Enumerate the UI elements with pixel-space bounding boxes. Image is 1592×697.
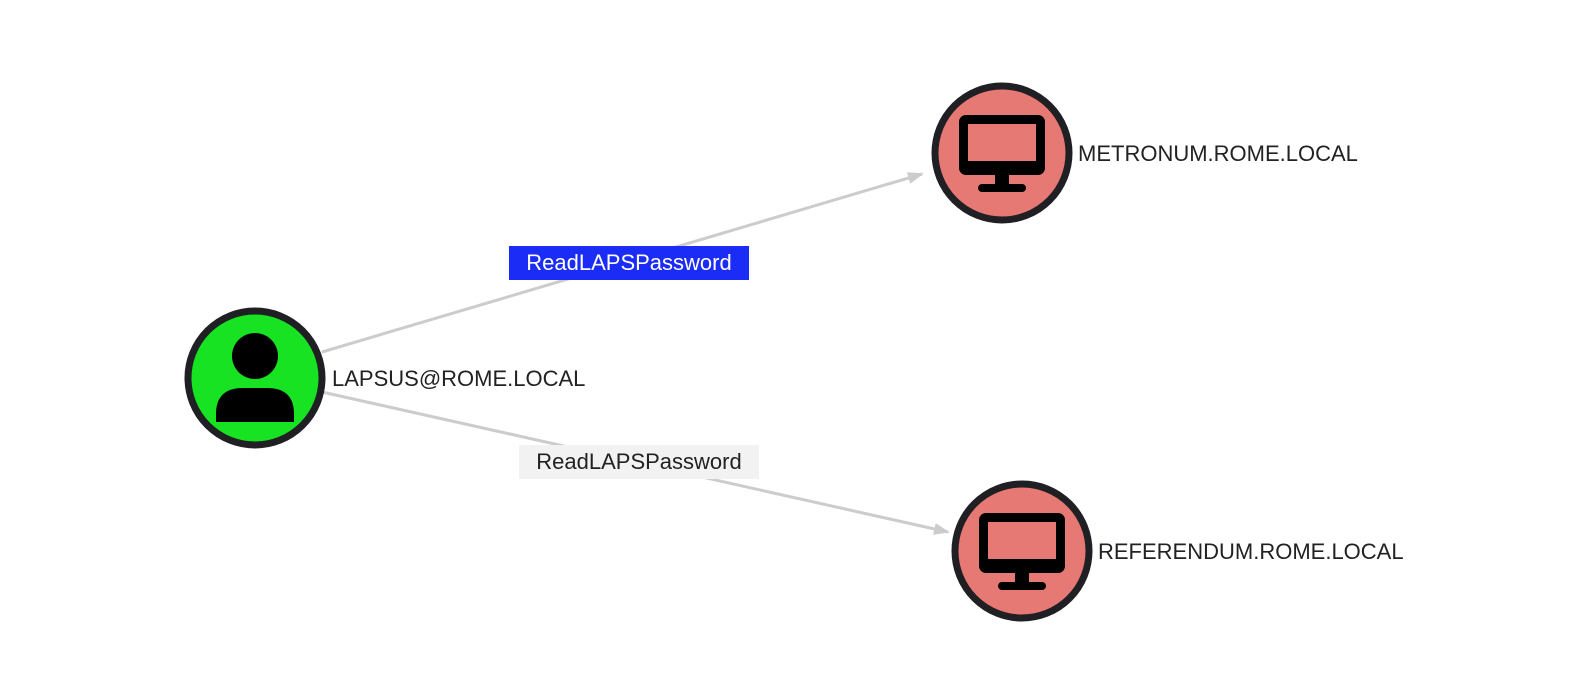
- edge-label-background: [509, 246, 749, 280]
- edge-label-text: ReadLAPSPassword: [536, 449, 741, 474]
- node-metronum[interactable]: METRONUM.ROME.LOCAL: [931, 82, 1358, 224]
- edge-label[interactable]: ReadLAPSPassword: [519, 445, 759, 479]
- node-referendum[interactable]: REFERENDUM.ROME.LOCAL: [951, 480, 1404, 622]
- edge-label-text: ReadLAPSPassword: [526, 250, 731, 275]
- edge-label-background: [519, 445, 759, 479]
- node-label: LAPSUS@ROME.LOCAL: [332, 366, 585, 391]
- node-user[interactable]: LAPSUS@ROME.LOCAL: [184, 307, 585, 449]
- node-label: METRONUM.ROME.LOCAL: [1078, 141, 1358, 166]
- edge-label-selected[interactable]: ReadLAPSPassword: [509, 246, 749, 280]
- node-label: REFERENDUM.ROME.LOCAL: [1098, 539, 1404, 564]
- edge-user-to-referendum[interactable]: ReadLAPSPassword: [321, 390, 950, 535]
- computer-icon: [959, 115, 1045, 192]
- edge-user-to-metronum[interactable]: ReadLAPSPassword: [321, 172, 924, 354]
- user-icon: [216, 333, 294, 422]
- computer-icon: [979, 513, 1065, 590]
